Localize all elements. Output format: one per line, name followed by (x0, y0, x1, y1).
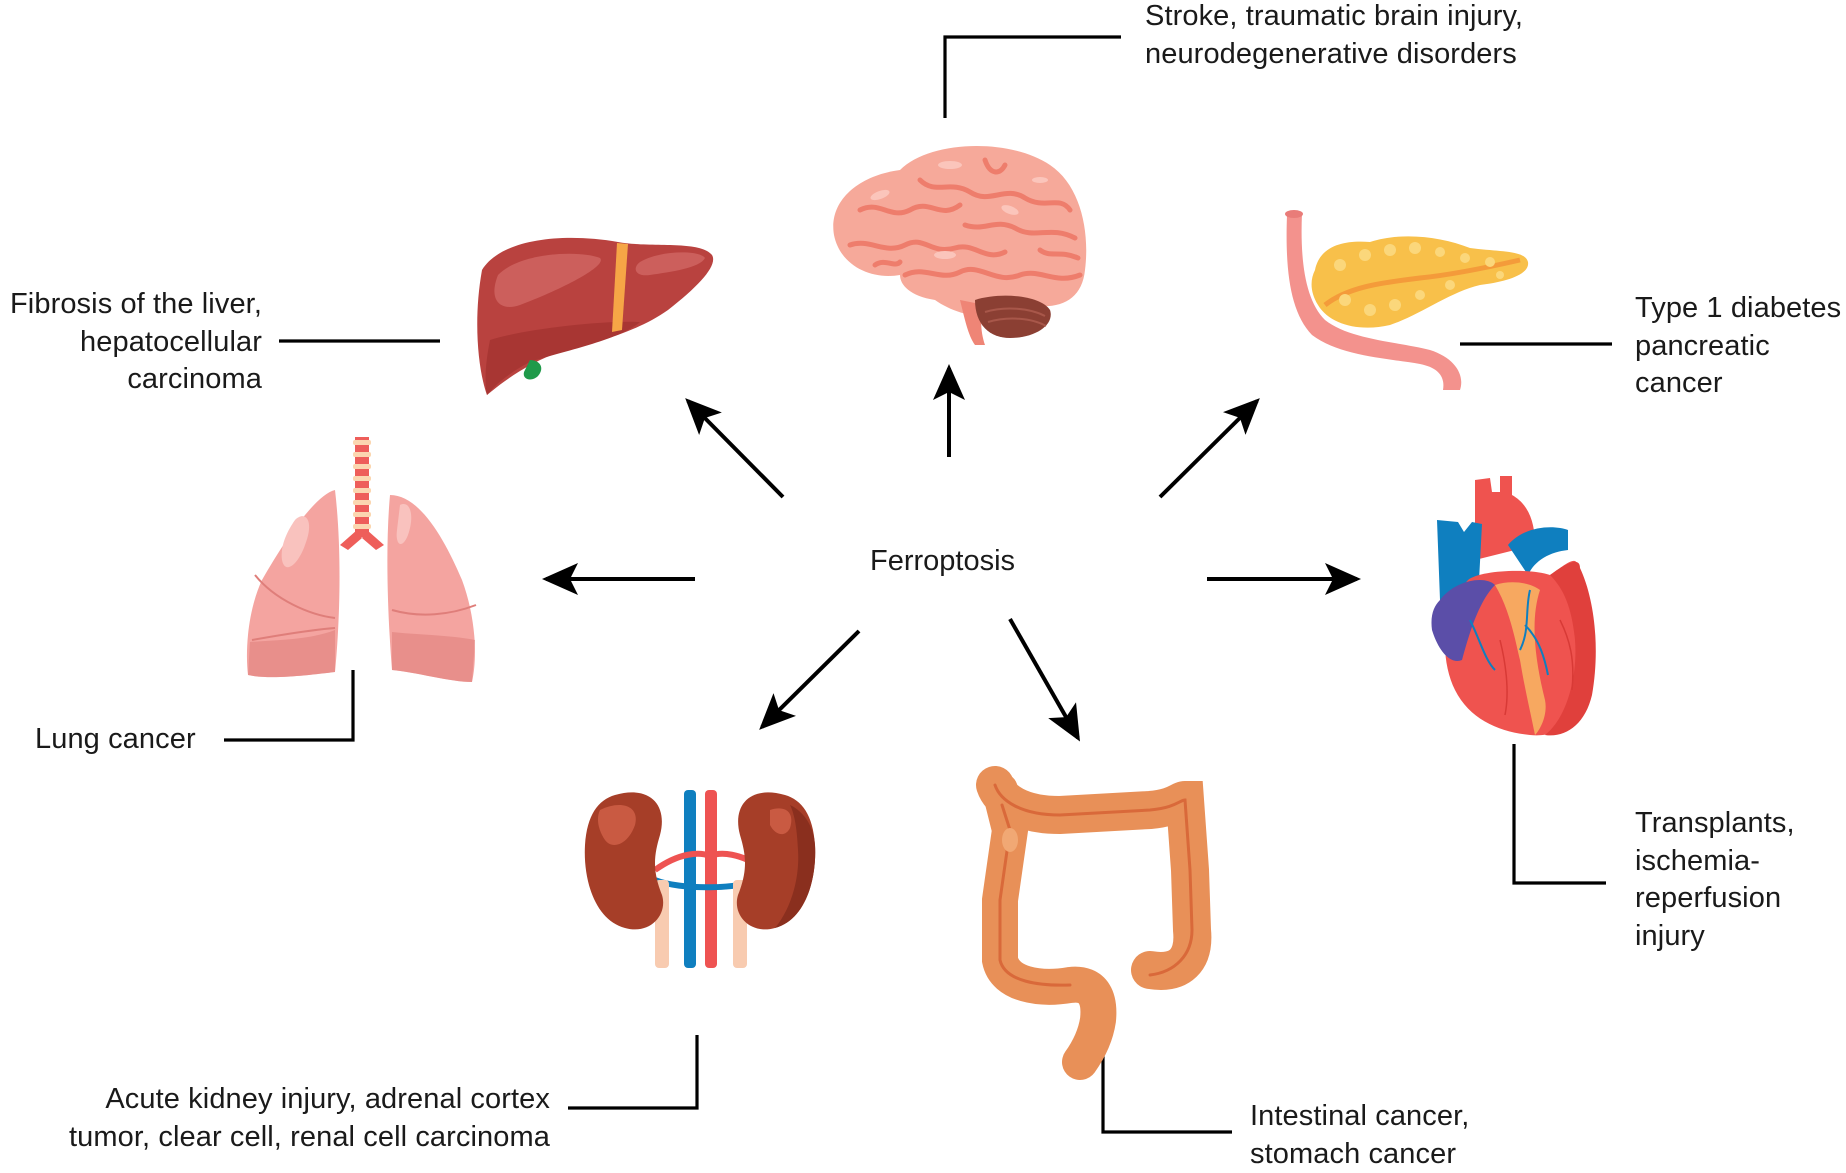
label-intestine: Intestinal cancer,stomach cancer (1250, 1098, 1469, 1173)
kidneys-illustration (585, 790, 815, 968)
connector-lungs (224, 670, 353, 740)
arrow-to-kidneys (762, 631, 859, 727)
connector-intestine (1103, 1053, 1232, 1132)
label-line: cancer (1635, 365, 1841, 403)
connector-kidneys (568, 1035, 697, 1108)
label-line: tumor, clear cell, renal cell carcinoma (69, 1119, 550, 1157)
label-line: Stroke, traumatic brain injury, (1145, 0, 1523, 36)
label-line: Transplants, (1635, 805, 1795, 843)
label-line: Acute kidney injury, adrenal cortex (69, 1081, 550, 1119)
arrow-to-liver (688, 401, 783, 497)
label-line: stomach cancer (1250, 1136, 1469, 1173)
connector-heart (1514, 744, 1606, 883)
label-lungs: Lung cancer (35, 721, 196, 759)
heart-illustration (1431, 476, 1595, 735)
connector-brain (945, 37, 1121, 118)
liver-illustration (477, 238, 713, 395)
label-line: neurodegenerative disorders (1145, 36, 1523, 74)
arrow-to-intestine (1010, 619, 1078, 738)
lungs-illustration (247, 437, 476, 682)
pancreas-illustration (1285, 210, 1528, 390)
label-line: Fibrosis of the liver, (10, 286, 262, 324)
label-line: Lung cancer (35, 721, 196, 759)
label-line: Intestinal cancer, (1250, 1098, 1469, 1136)
arrow-to-pancreas (1160, 401, 1257, 497)
intestine-illustration (995, 785, 1192, 1068)
label-line: reperfusion (1635, 880, 1795, 918)
brain-illustration (833, 146, 1086, 345)
label-line: pancreatic (1635, 328, 1841, 366)
label-line: Type 1 diabetes (1635, 290, 1841, 328)
label-brain: Stroke, traumatic brain injury,neurodege… (1145, 0, 1523, 73)
label-line: ischemia- (1635, 843, 1795, 881)
label-line: carcinoma (10, 361, 262, 399)
center-label-ferroptosis: Ferroptosis (870, 543, 1015, 580)
label-line: injury (1635, 918, 1795, 956)
label-line: hepatocellular (10, 324, 262, 362)
